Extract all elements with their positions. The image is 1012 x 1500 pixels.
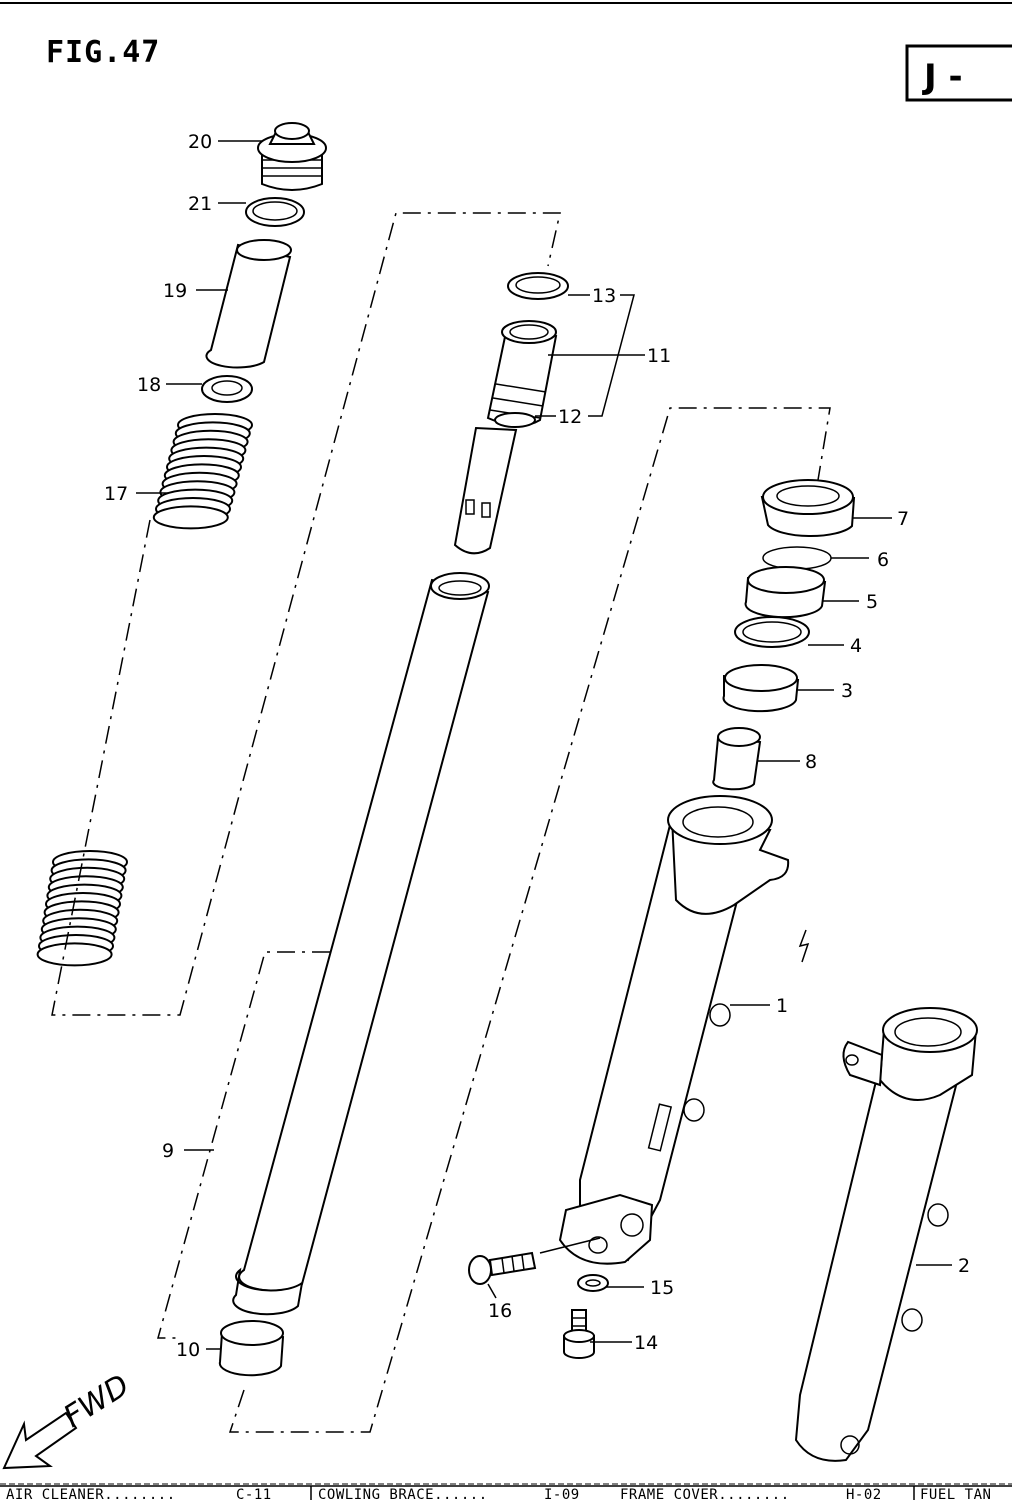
callout-6: 6 <box>877 549 889 571</box>
section-badge: J - <box>905 44 1012 102</box>
callout-20: 20 <box>188 131 212 153</box>
callout-19: 19 <box>163 280 187 302</box>
callout-2: 2 <box>958 1255 970 1277</box>
cross-ref-cowling-brace-label: COWLING BRACE...... <box>318 1487 488 1500</box>
part-10-bushing <box>218 1320 285 1377</box>
part-18-washer <box>201 375 253 403</box>
cross-ref-air-cleaner-label: AIR CLEANER........ <box>6 1487 176 1500</box>
part-2-outer-tube-right <box>794 1007 978 1462</box>
part-14-bolt <box>563 1309 595 1359</box>
part-13-ring <box>507 272 569 300</box>
callout-7: 7 <box>897 508 909 530</box>
group-bracket-left <box>51 212 561 1016</box>
callout-15: 15 <box>650 1277 674 1299</box>
part-17-spring <box>36 413 253 967</box>
part-1-outer-tube-left <box>558 795 790 1265</box>
group-bracket-middle <box>157 407 831 1433</box>
figure-title: FIG.47 <box>46 35 160 70</box>
part-15-washer <box>577 1274 609 1292</box>
part-6-stopper-ring <box>762 546 832 570</box>
part-7-oil-seal <box>760 479 856 538</box>
part-21-o-ring <box>245 197 305 227</box>
cross-ref-frame-cover-label: FRAME COVER........ <box>620 1487 790 1500</box>
callout-8: 8 <box>805 751 817 773</box>
callout-9: 9 <box>162 1140 174 1162</box>
part-4-slide-bushing <box>734 616 810 648</box>
part-11-damper-rod <box>453 320 558 555</box>
part-19-spacer <box>205 239 292 369</box>
callout-4: 4 <box>850 635 862 657</box>
cross-ref-fuel-tank-label: FUEL TAN <box>920 1487 991 1500</box>
cross-ref-air-cleaner-code: C-11 <box>236 1487 272 1500</box>
callout-16: 16 <box>488 1300 512 1322</box>
cross-ref-frame-cover-code: H-02 <box>846 1487 882 1500</box>
callout-11: 11 <box>647 345 671 367</box>
detail-clip-mark <box>798 929 810 963</box>
callout-12: 12 <box>558 406 582 428</box>
part-16-bolt <box>468 1251 537 1285</box>
callout-10: 10 <box>176 1339 200 1361</box>
cross-reference-strip: AIR CLEANER........ C-11 COWLING BRACE..… <box>0 1483 1012 1500</box>
svg-text:J -: J - <box>922 57 963 97</box>
fwd-label: FWD <box>58 1368 136 1435</box>
callout-3: 3 <box>841 680 853 702</box>
callout-21: 21 <box>188 193 212 215</box>
callout-17: 17 <box>104 483 128 505</box>
part-5-washer <box>744 566 827 619</box>
leader-lines <box>136 140 952 1350</box>
part-9-inner-tube <box>232 572 490 1316</box>
fwd-arrow-icon <box>2 1411 78 1470</box>
cross-ref-cowling-brace-code: I-09 <box>544 1487 580 1500</box>
callout-5: 5 <box>866 591 878 613</box>
callout-18: 18 <box>137 374 161 396</box>
part-8-oil-lock-piece <box>712 727 762 791</box>
callout-13: 13 <box>592 285 616 307</box>
part-20-cap-bolt <box>257 122 327 191</box>
part-3-guide-bushing <box>722 664 800 713</box>
callout-14: 14 <box>634 1332 658 1354</box>
part-12-piston-ring <box>494 412 536 428</box>
callout-1: 1 <box>776 995 788 1017</box>
